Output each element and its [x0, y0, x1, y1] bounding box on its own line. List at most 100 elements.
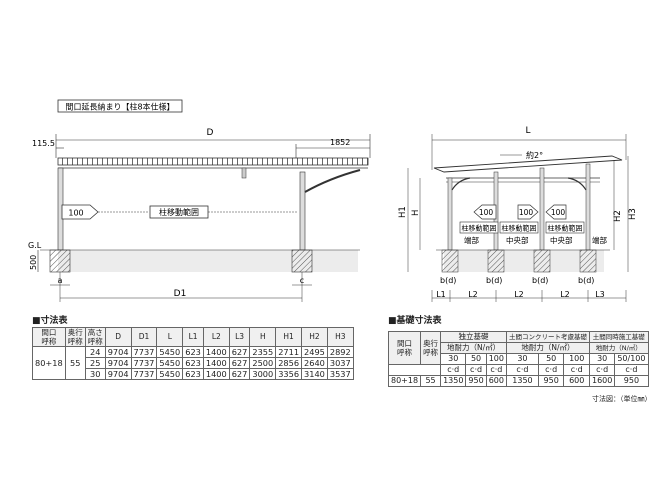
table-row: 間口 呼称 奥行 呼称 独立基礎 土間コンクリート考慮基礎 土間同時施工基礎	[387, 331, 649, 365]
table-cell: 9704	[104, 357, 132, 369]
table-cell: 623	[182, 357, 204, 369]
svg-text:100: 100	[519, 208, 534, 217]
table-cell: 24	[84, 346, 106, 358]
table-row: 間口 呼称 奥行 呼称 高さ 呼称 D D1 L L1 L2 L3 H H1 H…	[32, 327, 354, 347]
table-cell: 3000	[249, 368, 277, 380]
dim-L: L	[525, 126, 530, 136]
table-cell: 2856	[275, 357, 303, 369]
side-roof	[57, 157, 369, 166]
table-cell: c·d	[614, 364, 649, 376]
table-cell: 7737	[130, 346, 158, 358]
dim-hdr-height: 高さ 呼称	[84, 327, 106, 347]
side-footing-left	[49, 249, 71, 273]
table-row: 80+18 55 24 9704 7737 5450 623 1400 627 …	[32, 346, 354, 380]
table-cell: 2355	[249, 346, 277, 358]
found-table: 間口 呼称 奥行 呼称 独立基礎 土間コンクリート考慮基礎 土間同時施工基礎 地…	[387, 331, 649, 387]
dim-1852: 1852	[330, 138, 350, 147]
dim-hdr-H1: H1	[275, 327, 303, 347]
dim-hdr-H: H	[249, 327, 277, 347]
side-range-label: 柱移動範囲	[149, 205, 209, 219]
dim-L2-3: L2	[560, 290, 570, 299]
table-cell: 30	[440, 353, 467, 365]
label-bd-3: b(d)	[532, 276, 548, 285]
table-cell: c·d	[588, 364, 616, 376]
table-cell: 50/100	[614, 353, 649, 365]
table-row: 30 50 100 30 50 100 30 50/100	[389, 353, 649, 365]
dim-hdr-H2: H2	[301, 327, 328, 347]
table-cell: 1400	[202, 357, 230, 369]
dim-H3: H3	[628, 208, 638, 220]
slope-label: 約2°	[526, 150, 543, 160]
table-cell: 1350	[505, 375, 539, 387]
found-group-3: 土間同時施工基礎	[588, 331, 649, 343]
table-cell: 1400	[202, 346, 230, 358]
table-cell: 950	[537, 375, 565, 387]
table-cell: 100	[485, 353, 507, 365]
front-footing-3	[533, 249, 551, 273]
front-post-3	[539, 167, 545, 251]
dim-hdr-L3: L3	[228, 327, 251, 347]
found-group-2: 土間コンクリート考慮基礎	[505, 331, 590, 343]
table-cell: 30	[84, 368, 106, 380]
dim-hdr-L: L	[156, 327, 184, 347]
dim-hdr-depth: 奥行 呼称	[64, 327, 86, 347]
label-center-1: 中央部	[506, 235, 529, 245]
front-footing-2	[487, 249, 505, 273]
label-bd-1: b(d)	[440, 276, 456, 285]
side-brace	[304, 169, 361, 193]
table-cell: 1600	[588, 375, 616, 387]
found-bearing-3: 地耐力（N/㎡）	[588, 342, 649, 354]
front-arrow-1: 100	[473, 204, 497, 220]
svg-text:100: 100	[68, 209, 83, 218]
table-cell: 3037	[326, 357, 354, 369]
front-footing-4	[579, 249, 597, 273]
svg-text:柱移動範囲: 柱移動範囲	[548, 224, 583, 233]
label-end-left: 端部	[464, 235, 479, 245]
table-cell: 2892	[326, 346, 354, 358]
svg-text:柱移動範囲: 柱移動範囲	[462, 224, 497, 233]
svg-text:100: 100	[551, 208, 566, 217]
table-cell: 30	[505, 353, 539, 365]
front-range-3: 柱移動範囲	[545, 221, 585, 234]
dim-L3: L3	[595, 290, 605, 299]
dim-L2-1: L2	[468, 290, 478, 299]
table-cell: c·d	[485, 364, 507, 376]
front-post-1	[447, 177, 453, 251]
dim-hdr-D1: D1	[130, 327, 158, 347]
table-cell: 950	[614, 375, 649, 387]
title-box-text: 間口延長納まり【柱8本仕様】	[65, 102, 174, 112]
table-cell: 3356	[275, 368, 303, 380]
table-cell: 5450	[156, 368, 184, 380]
side-view-diagram: 間口延長納まり【柱8本仕様】 D 115.5 1852 100 柱移動範囲 G.…	[28, 99, 638, 302]
svg-text:柱移動範囲: 柱移動範囲	[502, 224, 537, 233]
table-cell: 623	[182, 346, 204, 358]
table-cell: 50	[465, 353, 487, 365]
front-footing-1	[441, 249, 459, 273]
found-bearing-1: 地耐力（N/㎡）	[440, 342, 507, 354]
table-row: 80+18 55 1350 950 600 1350 950 600 1600 …	[387, 375, 649, 387]
table-cell: 5450	[156, 357, 184, 369]
label-end-right: 端部	[592, 235, 607, 245]
title-box: 間口延長納まり【柱8本仕様】	[57, 99, 183, 113]
found-bearing-2: 地耐力（N/㎡）	[505, 342, 590, 354]
table-cell: 627	[228, 357, 251, 369]
table-cell: 5450	[156, 346, 184, 358]
table-cell: 3140	[301, 368, 328, 380]
side-post-right	[299, 171, 306, 251]
front-roof	[433, 155, 623, 173]
dim-table: 間口 呼称 奥行 呼称 高さ 呼称 D D1 L L1 L2 L3 H H1 H…	[32, 327, 354, 380]
label-bd-4: b(d)	[578, 276, 594, 285]
dim-col2: 55	[64, 346, 86, 380]
table-cell: c·d	[440, 364, 467, 376]
dim-H2: H2	[613, 210, 623, 222]
label-center-2: 中央部	[550, 235, 573, 245]
svg-text:柱移動範囲: 柱移動範囲	[159, 207, 199, 217]
table-cell: 7737	[130, 368, 158, 380]
table-cell: 1400	[202, 368, 230, 380]
table-cell: 3537	[326, 368, 354, 380]
table-cell: 600	[485, 375, 507, 387]
table-cell	[387, 364, 442, 376]
dim-hdr-D: D	[104, 327, 132, 347]
dim-H: H	[411, 210, 421, 216]
dim-col1: 80+18	[32, 346, 66, 380]
